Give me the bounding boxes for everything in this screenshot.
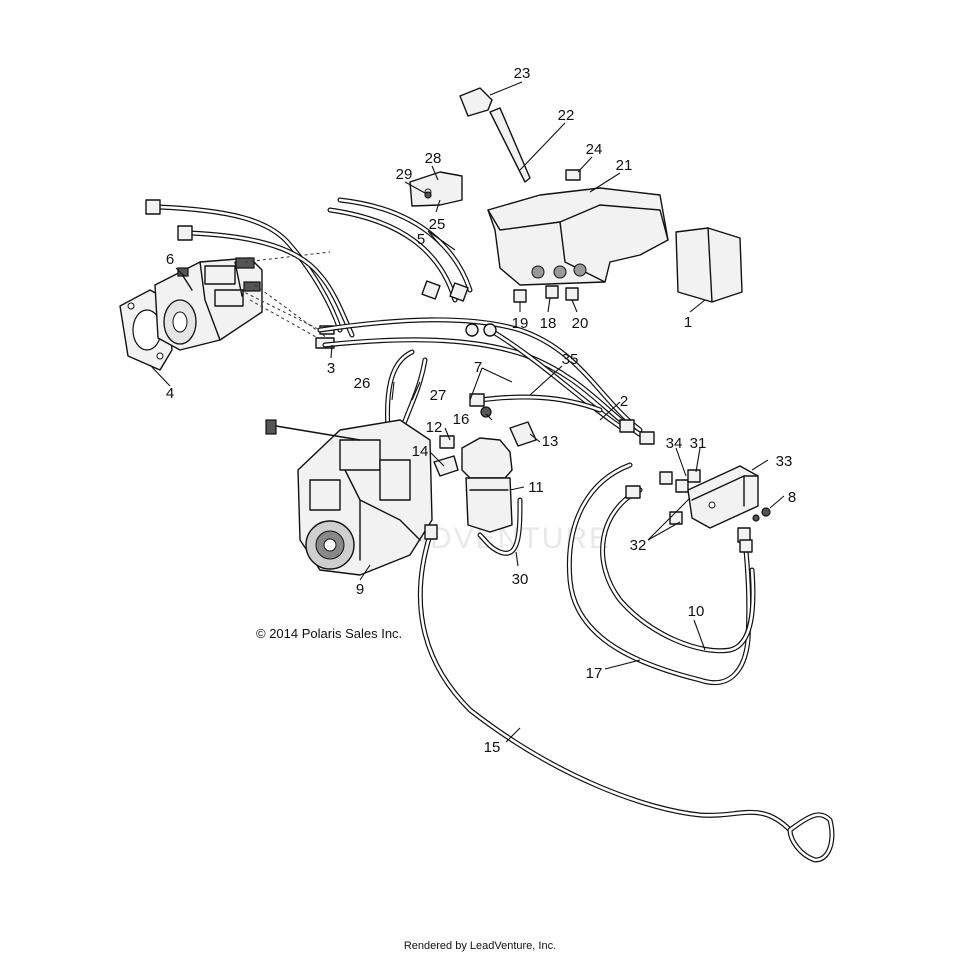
- callout-15: 15: [484, 739, 501, 756]
- callout-17: 17: [586, 665, 603, 682]
- fitting-part-13: [509, 421, 537, 447]
- callout-22: 22: [558, 107, 575, 124]
- callout-33: 33: [776, 453, 793, 470]
- callout-19: 19: [512, 315, 529, 332]
- fitting-right: [739, 539, 753, 553]
- hose-part-15: [417, 524, 835, 863]
- injection-pump-part-9: [265, 419, 433, 576]
- hose-part-30: [477, 497, 523, 556]
- callout-1: 1: [684, 314, 692, 331]
- callout-5: 5: [417, 231, 425, 248]
- hose-part-17: [566, 462, 752, 686]
- callout-labels: 23 22 24 21 28 29 25 5 6 4 3 1 19 18 20 …: [166, 65, 796, 756]
- fitting-part-12: [439, 435, 455, 449]
- callout-13: 13: [542, 433, 559, 450]
- callout-35: 35: [562, 351, 579, 368]
- callout-25: 25: [429, 216, 446, 233]
- valve-block-part-33: [687, 465, 759, 529]
- callout-14: 14: [412, 443, 429, 460]
- hose-part-10: [600, 485, 756, 654]
- reservoir-part-21: [487, 169, 669, 286]
- copyright-text: © 2014 Polaris Sales Inc.: [256, 626, 403, 641]
- callout-28: 28: [425, 150, 442, 167]
- cap-part-23: [459, 87, 493, 117]
- pressure-lines-part-2-7-35: [317, 317, 655, 445]
- callout-21: 21: [616, 157, 633, 174]
- callout-7: 7: [474, 359, 482, 376]
- fitting-part-16: [480, 406, 492, 418]
- callout-32: 32: [630, 537, 647, 554]
- callout-16: 16: [453, 411, 470, 428]
- fittings-part-18-19-20: [513, 285, 579, 303]
- nuts-row: [465, 323, 497, 337]
- callout-30: 30: [512, 571, 529, 588]
- callout-6: 6: [166, 251, 174, 268]
- callout-34: 34: [666, 435, 683, 452]
- callout-27: 27: [430, 387, 447, 404]
- hose-part-5: [145, 197, 473, 338]
- callout-8: 8: [788, 489, 796, 506]
- callout-9: 9: [356, 581, 364, 598]
- bolt-part-8: [752, 507, 771, 522]
- callout-23: 23: [514, 65, 531, 82]
- fittings-part-31-32-34: [659, 469, 701, 525]
- callout-29: 29: [396, 166, 413, 183]
- callout-26: 26: [354, 375, 371, 392]
- hydraulic-pump: [154, 257, 263, 351]
- fuel-filter-part-11: [461, 437, 513, 533]
- leader-lines: [149, 81, 785, 743]
- dipstick-part-22: [489, 107, 531, 183]
- fitting-part-14: [433, 455, 459, 477]
- fastener-part-29: [424, 191, 432, 199]
- callout-31: 31: [690, 435, 707, 452]
- footer-text: Rendered by LeadVenture, Inc.: [403, 940, 557, 952]
- callout-2: 2: [620, 393, 628, 410]
- callout-24: 24: [586, 141, 603, 158]
- callout-4: 4: [166, 385, 174, 402]
- callout-10: 10: [688, 603, 705, 620]
- callout-12: 12: [426, 419, 443, 436]
- shield-part-1: [675, 227, 743, 303]
- callout-3: 3: [327, 360, 335, 377]
- callout-11: 11: [528, 479, 544, 496]
- bolt-part-6: [177, 267, 193, 291]
- callout-20: 20: [572, 315, 589, 332]
- callout-18: 18: [540, 315, 557, 332]
